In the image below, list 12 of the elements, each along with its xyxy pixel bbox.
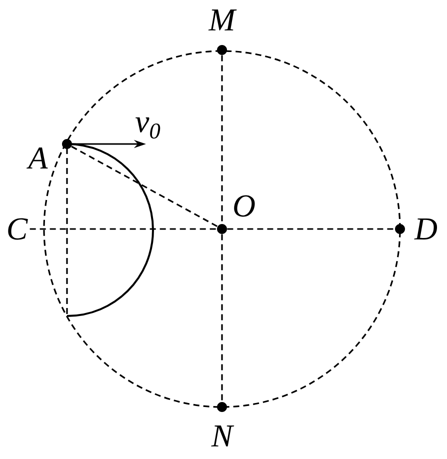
dashed-line	[221, 234, 223, 402]
velocity-label: v$_{0}$	[136, 117, 160, 139]
point-label: M	[208, 10, 237, 30]
point-label: O	[234, 195, 255, 217]
point-label: C	[8, 218, 28, 240]
point-label: N	[211, 426, 234, 446]
dashed-line	[227, 228, 395, 230]
dashed-line	[71, 146, 218, 228]
point-label: A	[26, 147, 48, 169]
dashed-line	[221, 55, 223, 224]
point-label: D	[414, 218, 438, 240]
dashed-line	[30, 228, 217, 230]
